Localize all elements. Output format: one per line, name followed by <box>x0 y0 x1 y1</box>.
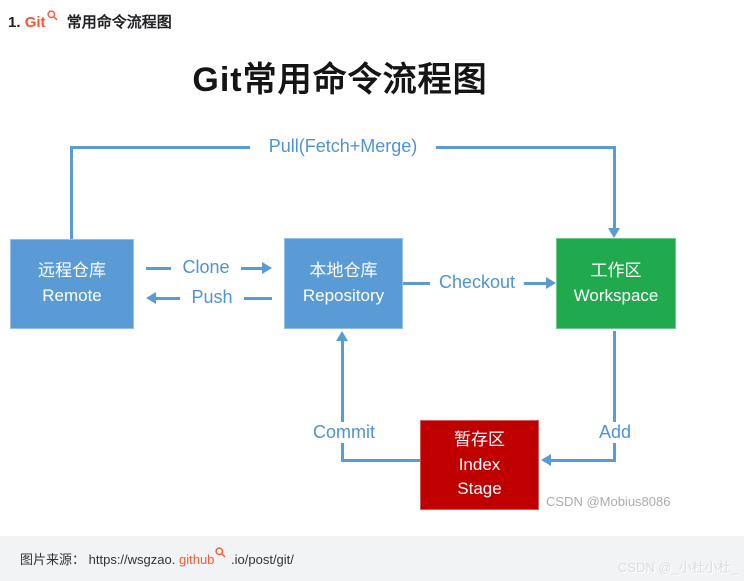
heading-keyword-link[interactable]: Git <box>24 14 46 31</box>
node-index-label-zh: 暂存区 <box>454 430 505 450</box>
node-workspace-label-zh: 工作区 <box>590 260 642 280</box>
arrowhead-checkout-into-workspace <box>546 277 556 289</box>
diagram-title: Git常用命令流程图 <box>192 61 488 99</box>
arrowhead-commit-into-repository <box>336 331 348 341</box>
arrowhead-push-into-remote <box>146 292 156 304</box>
commit-line-vertical <box>341 341 344 462</box>
heading-number: 1. <box>8 14 21 31</box>
arrowhead-clone-into-repository <box>262 262 272 274</box>
heading-text: 常用命令流程图 <box>66 14 172 31</box>
source-url-suffix: .io/post/git/ <box>231 552 294 567</box>
diagram-watermark: CSDN @Mobius8086 <box>546 494 671 509</box>
page-watermark: CSDN @_小杜小杜_ <box>617 560 738 575</box>
edge-label-pull: Pull(Fetch+Merge) <box>250 136 436 157</box>
add-line-horizontal <box>551 459 616 462</box>
node-remote-label-zh: 远程仓库 <box>38 261 106 281</box>
node-remote-label-en: Remote <box>42 286 102 305</box>
node-index-label-en: Index <box>458 454 501 474</box>
image-source-bar: 图片来源： https://wsgzao. github .io/post/gi… <box>0 536 744 581</box>
node-index-stage: 暂存区 Index Stage <box>420 420 539 510</box>
node-repository-label-en: Repository <box>302 285 385 305</box>
edge-label-clone: Clone <box>171 257 241 278</box>
search-icon[interactable] <box>215 546 226 558</box>
arrowhead-pull-into-workspace <box>608 228 620 238</box>
edge-label-add: Add <box>589 422 641 443</box>
image-source-text: 图片来源： https://wsgzao. github .io/post/gi… <box>20 546 294 568</box>
edge-label-commit: Commit <box>306 422 382 443</box>
node-workspace-label-en: Workspace <box>573 285 659 305</box>
edge-label-checkout: Checkout <box>430 272 524 293</box>
article-heading: 1. Git 常用命令流程图 <box>8 8 172 32</box>
pull-line-left <box>70 146 73 239</box>
edge-label-push: Push <box>180 287 244 308</box>
add-line-vertical <box>613 331 616 462</box>
node-repository: 本地仓库 Repository <box>284 238 403 329</box>
pull-line-right <box>613 146 616 229</box>
git-flow-diagram: Git常用命令流程图 Pull(Fetch+Merge) Clone Push … <box>10 61 676 510</box>
source-label: 图片来源： <box>20 552 86 567</box>
node-remote: 远程仓库 Remote <box>10 239 134 329</box>
source-url-keyword-link[interactable]: github <box>178 552 215 567</box>
node-workspace: 工作区 Workspace <box>556 238 676 329</box>
source-url-prefix: https://wsgzao. <box>88 552 176 567</box>
node-index-label-en2: Stage <box>457 479 502 499</box>
node-repository-label-zh: 本地仓库 <box>309 260 378 280</box>
arrowhead-add-into-index <box>541 454 551 466</box>
search-icon[interactable] <box>46 8 58 21</box>
commit-line-horizontal <box>341 459 420 462</box>
